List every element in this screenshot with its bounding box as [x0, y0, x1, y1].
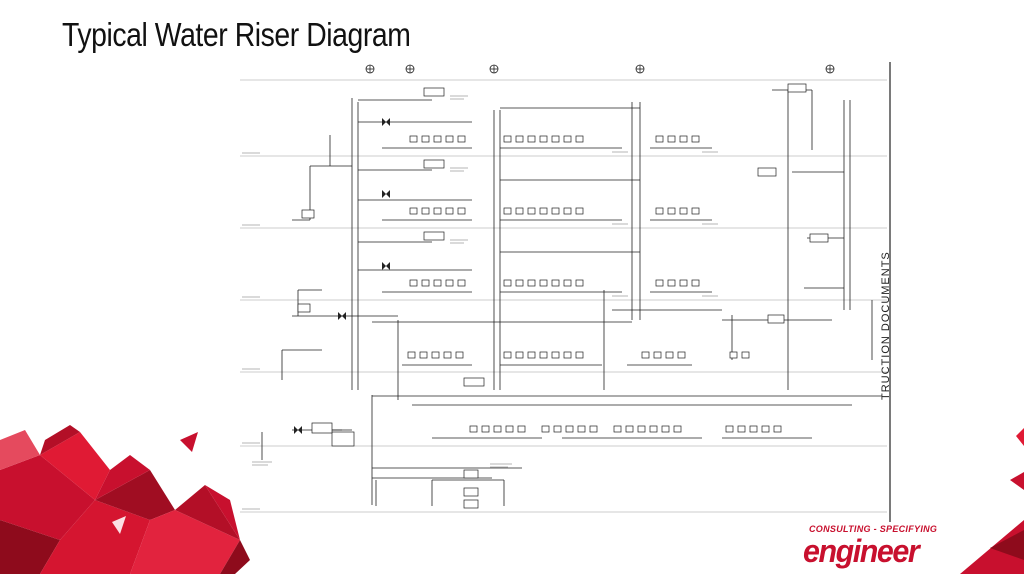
logo-tagline: CONSULTING - SPECIFYING: [809, 524, 938, 534]
slide-title: Typical Water Riser Diagram: [62, 16, 411, 53]
grid-bubble-icon: [365, 64, 835, 74]
decoration-right: [960, 428, 1024, 574]
fixture-icon: [297, 83, 829, 509]
decoration-left: [0, 425, 250, 574]
valve-icon: [294, 118, 390, 434]
logo-wordmark: engineer: [803, 533, 920, 569]
sheet-edge-text: TRUCTION DOCUMENTS: [880, 251, 892, 400]
riser-diagram: [240, 62, 891, 522]
consulting-specifying-engineer-logo: CONSULTING - SPECIFYING engineer: [803, 524, 953, 569]
floor-branches: [292, 99, 882, 479]
